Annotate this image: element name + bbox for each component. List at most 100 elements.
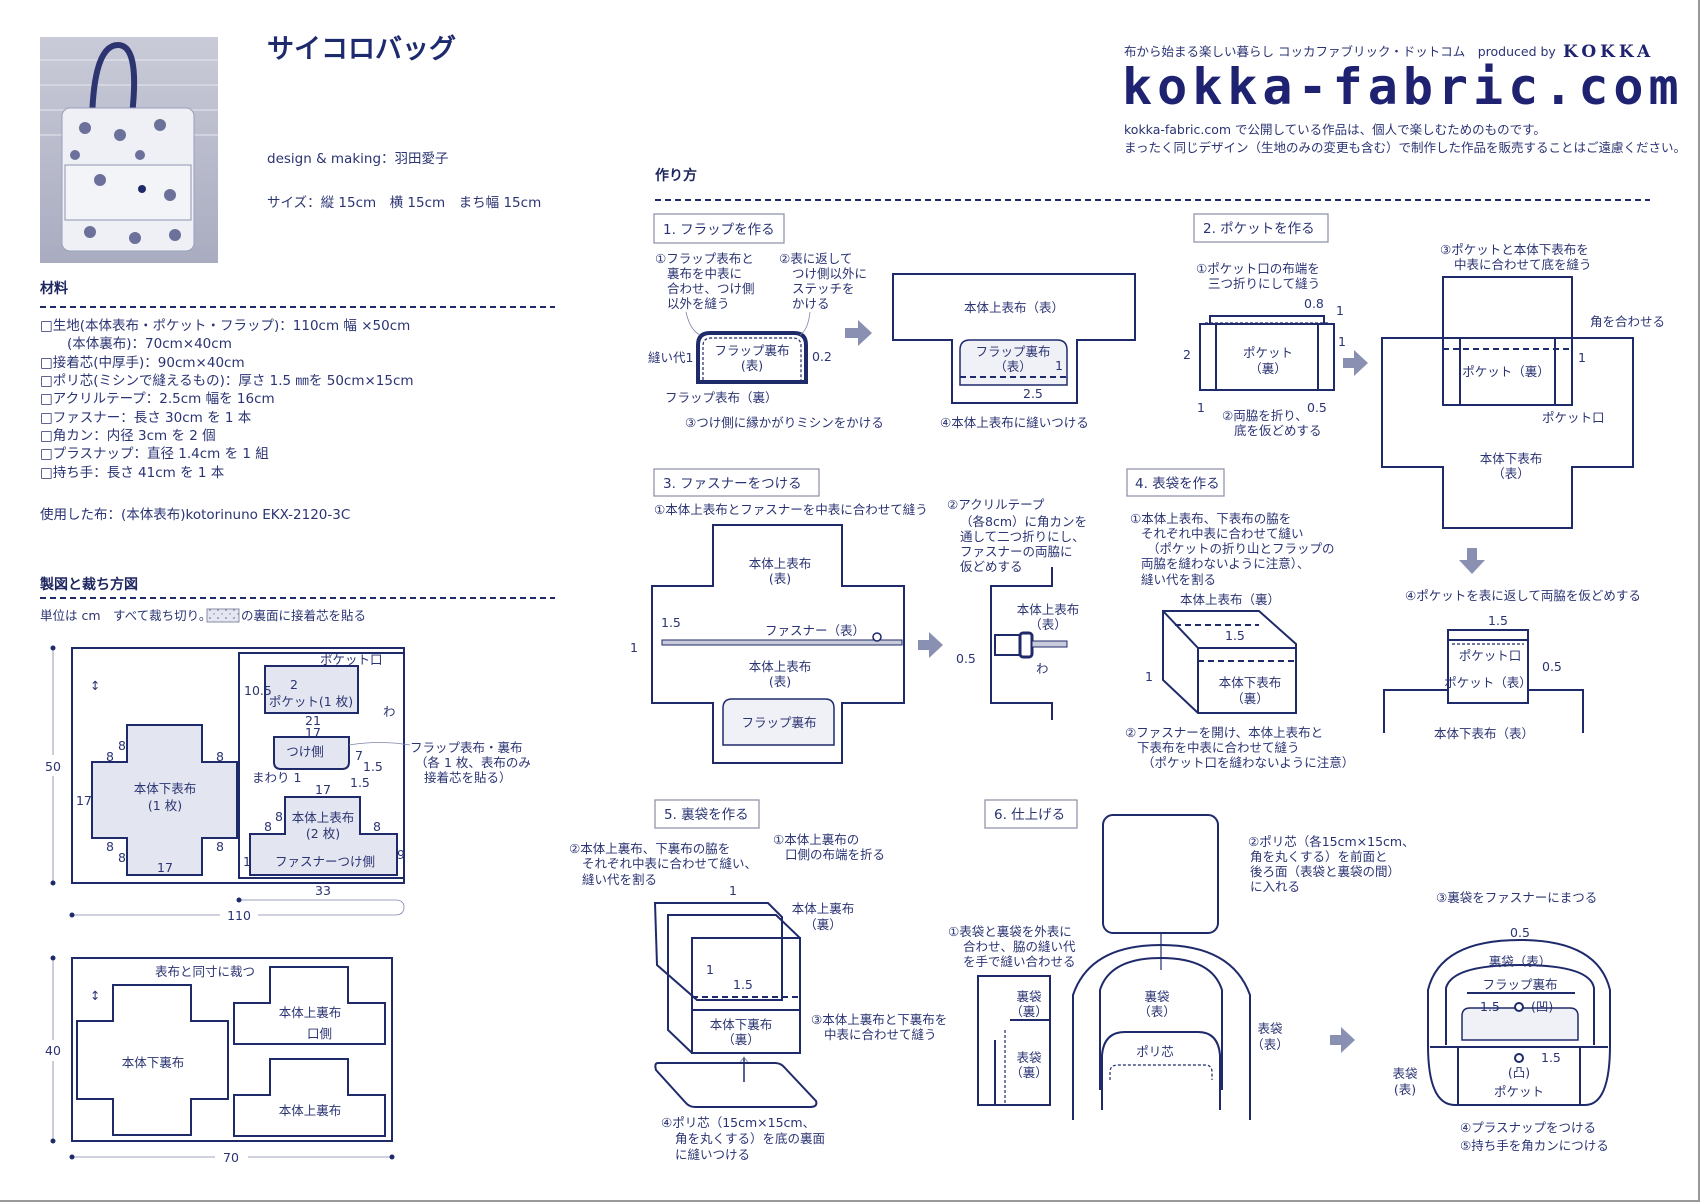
arrow-right-icon [918,632,943,658]
note: 縫い代を割る [582,872,657,887]
dim: 1 [1145,669,1153,684]
note: ④ポケットを表に返して両脇を仮どめする [1405,588,1641,603]
note: 以外を縫う [667,296,730,311]
label: （裏） [804,917,842,932]
upper-outer-piece [249,796,398,876]
label: ポケット口 [320,652,383,667]
arrow-down-icon [1459,548,1485,574]
note: それぞれ中表に合わせて縫い [1141,526,1304,541]
label: 表袋 [1016,1050,1042,1065]
material-item: □ファスナー：長さ 30cm を 1 本 [40,410,252,426]
page-title: サイコロバッグ [267,33,456,65]
material-item: □プラスナップ：直径 1.4cm を 1 組 [40,446,269,462]
label: （表） [1029,617,1067,632]
label: フラップ表布・裏布 [410,740,523,755]
note: ②ポリ芯（各15cm×15cm、 [1248,834,1415,849]
dim-height: 50 [45,759,61,774]
piece-label: 本体下表布 [134,781,197,796]
dim: 2 [290,677,298,692]
dim: 0.5 [1510,925,1530,940]
designer: design & making：羽田愛子 [267,151,449,167]
label: (表) [741,358,763,373]
note: ①本体上表布とファスナーを中表に合わせて縫う [654,502,928,517]
step-title: 3. ファスナーをつける [663,476,802,492]
piece-label: 本体上表布 [292,810,355,825]
note: 三つ折りにして縫う [1208,276,1320,291]
material-item: □接着芯(中厚手)：90cm×40cm [40,354,245,371]
note: つけ側以外に [792,266,867,281]
note: 仮どめする [960,559,1023,574]
kokka-brand: KOKKA [1563,42,1654,62]
note: ②ファスナーを開け、本体上表布と [1125,725,1323,740]
cutting-diagram-outer-fabric: 50 110 ↕ わ 本体下表布 (1 枚) 8 8 8 8 8 8 17 17… [45,645,531,923]
step-5-lining-bag: 5. 裏袋を作る ②本体上裏布、下裏布の脇を それぞれ中表に合わせて縫い、 縫い… [569,799,947,1162]
step-3-attach-zipper: 3. ファスナーをつける ①本体上表布とファスナーを中表に合わせて縫う 本体上表… [630,468,1087,764]
step-4-outer-bag: 4. 表袋を作る ①本体上表布、下表布の脇を それぞれ中表に合わせて縫い （ポケ… [1125,468,1354,770]
dim: 1 [1336,303,1344,318]
note: ①ポケット口の布端を [1196,261,1320,276]
cutting-heading: 製図と裁ち方図 [39,576,138,593]
label: ポケット口 [1459,648,1522,663]
label: 角を合わせる [1590,314,1665,329]
label: 本体上表布（表） [964,300,1064,315]
label: （表） [994,359,1032,374]
label: （裏） [722,1032,760,1047]
label: ポリ芯 [1136,1044,1174,1059]
note: ステッチを [792,281,855,296]
note: 口側の布端を折る [785,847,885,862]
note: ①本体上表布、下表布の脇を [1130,511,1291,526]
dim: 0.8 [1304,296,1324,311]
label: ポケット（裏） [1462,364,1550,379]
label: わ [1036,661,1049,676]
dim: 1.5 [733,977,753,992]
label: 表袋 [1392,1066,1418,1081]
note: ③つけ側に縁かがりミシンをかける [685,415,884,430]
note: ①フラップ表布と [655,251,754,266]
dim: 1 [1338,334,1346,349]
unit-note: 単位は cm すべて裁ち切り。 [40,608,211,623]
material-item: □ポリ芯(ミシンで縫えるもの)：厚さ 1.5 ㎜を 50cm×15cm [40,373,414,389]
step-title: 4. 表袋を作る [1135,476,1220,492]
label: （裏） [1249,361,1287,376]
label: ポケット口 [1542,410,1605,425]
label: 裏袋 [1144,989,1170,1004]
note: 中表に合わせて縫う [824,1027,937,1042]
dim: 2 [1183,347,1191,362]
material-item: □生地(本体表布・ポケット・フラップ)：110cm 幅 ×50cm [40,318,410,334]
unit-note-2: の裏面に接着芯を貼る [241,608,366,623]
dim: 17 [76,793,92,808]
label: ファスナー（表） [765,623,865,638]
label: 接着芯を貼る） [424,770,512,785]
dim: 21 [305,713,321,728]
note: かける [792,296,830,311]
piece-count: (2 枚) [306,826,340,841]
label: （表） [1138,1004,1176,1019]
dim: 7 [355,748,363,763]
note: に入れる [1250,879,1300,894]
note: （ポケットの折り山とフラップの [1147,541,1335,556]
label: ポケット（表） [1444,675,1532,690]
fabric-used: 使用した布：(本体表布)kotorinuno EKX-2120-3C [40,506,350,523]
step-title: 6. 仕上げる [994,807,1065,823]
label: 本体上裏布 [792,901,855,916]
lower-outer-piece [91,724,238,876]
dim: 0.5 [1307,400,1327,415]
grain-arrow-icon: ↕ [90,988,100,1003]
note: 中表に合わせて底を縫う [1454,257,1592,272]
grain-arrow-icon: ↕ [90,678,100,693]
dim: 1 [630,640,638,655]
dim-width: 70 [223,1150,239,1165]
label: （表） [1251,1037,1289,1052]
dim: 8 [118,738,126,753]
snap-female-icon [1514,1002,1524,1012]
label: 本体上表布（裏） [1180,592,1280,607]
note: ②アクリルテープ [947,497,1045,512]
label: （表） [1492,466,1530,481]
label: 本体上表布 [749,556,812,571]
howto-heading: 作り方 [655,167,697,184]
dim: 8 [275,809,283,824]
dim: 1 [1197,400,1205,415]
dim-width: 110 [227,908,251,923]
